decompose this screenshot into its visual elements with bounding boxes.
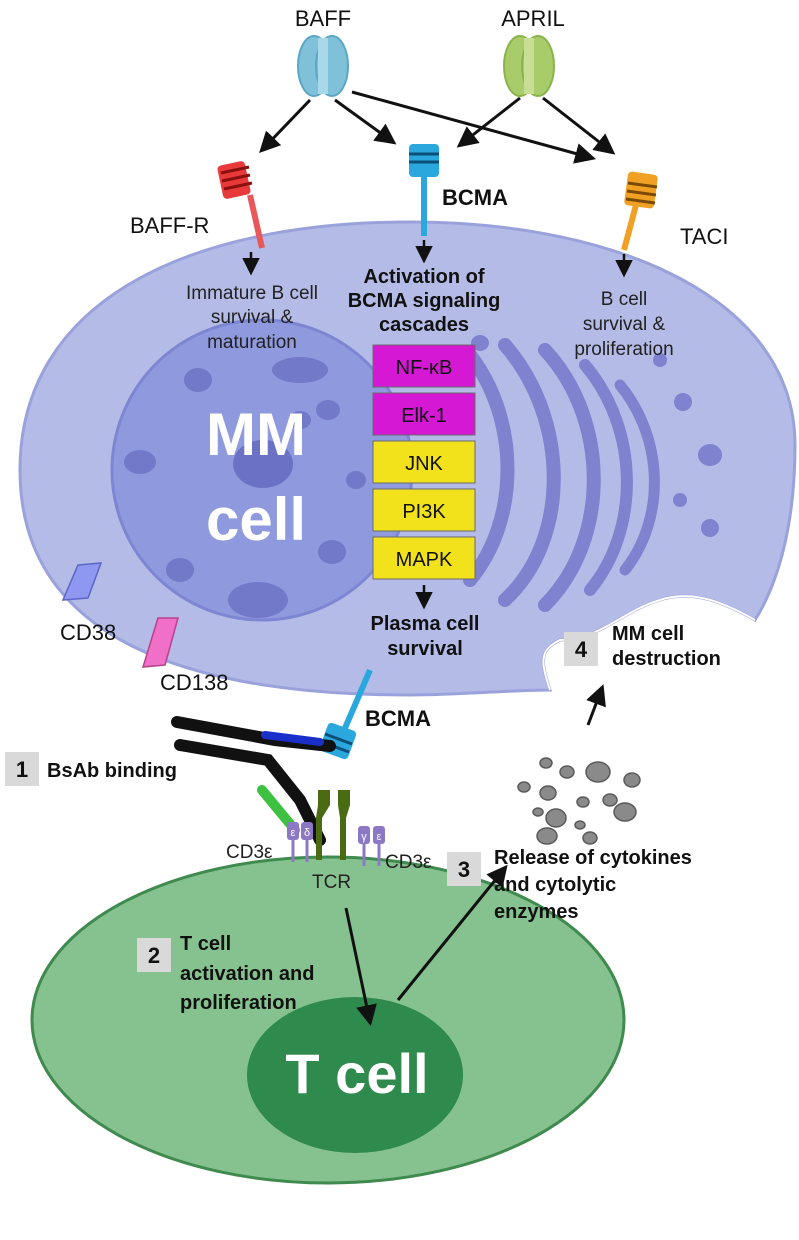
cytokine-granules (517, 757, 641, 845)
signaling-label-2: JNK (405, 453, 443, 475)
signaling-label-4: MAPK (396, 549, 453, 571)
step-3-line2: and cytolytic (494, 874, 616, 896)
cd138-marker (141, 617, 179, 668)
taci-receptor (621, 171, 658, 251)
taci-effect-line2: survival & (583, 314, 666, 335)
baffr-effect-line3: maturation (207, 332, 297, 353)
cd38-marker (61, 562, 103, 601)
plasma-survival-line2: survival (387, 638, 463, 660)
step-2-badge (137, 938, 171, 972)
baffr-effect-line2: survival & (211, 307, 294, 328)
baff-ligand (297, 35, 349, 97)
taci-effect-line3: proliferation (574, 339, 673, 360)
bcma-effect-line1: Activation of (363, 266, 484, 288)
signaling-label-0: NF-κB (396, 357, 453, 379)
cd3-gamma-glyph: γ (361, 831, 367, 843)
signaling-box-1 (372, 392, 476, 436)
activation-arrows (344, 864, 508, 1027)
step-4-badge (564, 632, 598, 666)
step-3-line1: Release of cytokines (494, 847, 692, 869)
step-4-line2: destruction (612, 648, 721, 670)
step-1-badge (5, 752, 39, 786)
step-2-number: 2 (148, 943, 160, 968)
step-3-number: 3 (458, 857, 470, 882)
bcma-receptor-top (409, 144, 439, 236)
bcma-label-bottom: BCMA (365, 706, 431, 731)
tcr-complex (287, 790, 385, 866)
step-1-line1: BsAb binding (47, 760, 177, 782)
t-cell (30, 855, 626, 1185)
endoplasmic-reticulum (463, 335, 722, 612)
april-label: APRIL (501, 6, 565, 31)
step-4-number: 4 (575, 637, 588, 662)
signaling-box-4 (372, 536, 476, 580)
mm-cell-label-line2: cell (206, 486, 306, 553)
taci-label: TACI (680, 224, 728, 249)
baff-r-label: BAFF-R (130, 213, 209, 238)
t-cell-label: T cell (285, 1042, 428, 1105)
step-3-line3: enzymes (494, 901, 579, 923)
signaling-label-1: Elk-1 (401, 405, 447, 427)
step-2-line3: proliferation (180, 992, 297, 1014)
signaling-box-0 (372, 344, 476, 388)
bcma-label-top: BCMA (442, 185, 508, 210)
ligand-arrows (259, 90, 616, 164)
signaling-box-2 (372, 440, 476, 484)
baff-r-receptor (217, 161, 265, 249)
step-1-number: 1 (16, 757, 28, 782)
downstream-arrows (242, 240, 633, 610)
tcr-label: TCR (312, 872, 351, 893)
destruction-arrow (586, 684, 606, 726)
cd3e-left-label: CD3ε (226, 842, 273, 863)
mm-nucleus (110, 318, 414, 622)
bcma-effect-line3: cascades (379, 314, 469, 336)
cd3-epsilon-glyph-left: ε (291, 827, 296, 839)
signaling-box-3 (372, 488, 476, 532)
step-4-line1: MM cell (612, 623, 684, 645)
cd3-delta-glyph: δ (304, 827, 310, 839)
cd38-label: CD38 (60, 620, 116, 645)
april-ligand (503, 35, 555, 97)
plasma-survival-line1: Plasma cell (371, 613, 480, 635)
step-3-badge (447, 852, 481, 886)
cd138-label: CD138 (160, 670, 228, 695)
step-2-line1: T cell (180, 933, 231, 955)
cd3e-right-label: CD3ε (385, 852, 432, 873)
baff-label: BAFF (295, 6, 351, 31)
cd3-epsilon-glyph-right: ε (377, 831, 382, 843)
step-2-line2: activation and (180, 963, 314, 985)
taci-effect-line1: B cell (601, 289, 647, 310)
bcma-effect-line2: BCMA signaling (348, 290, 501, 312)
signaling-label-3: PI3K (402, 501, 446, 523)
mm-cell-label-line1: MM (206, 401, 306, 468)
baffr-effect-line1: Immature B cell (186, 283, 318, 304)
